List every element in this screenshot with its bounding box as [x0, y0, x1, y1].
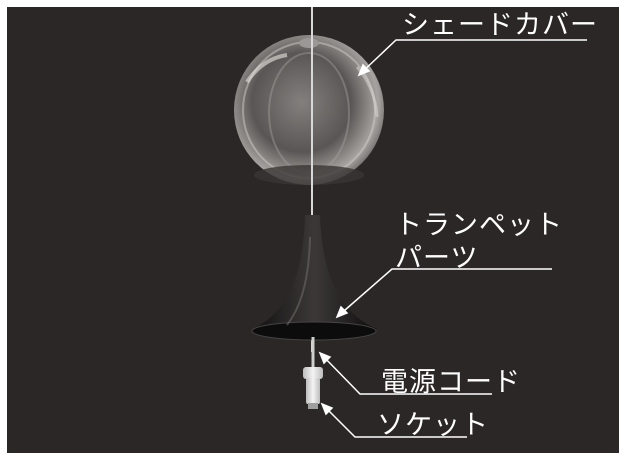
trumpet-label-line2: パーツ	[395, 243, 479, 274]
socket-part	[303, 367, 323, 409]
socket-label: ソケット	[377, 410, 489, 441]
product-diagram: シェードカバー トランペット パーツ 電源コード ソケット	[7, 7, 619, 453]
shade-cover-globe	[234, 35, 384, 185]
leader-lines	[318, 39, 587, 438]
power-cord-label: 電源コード	[381, 367, 521, 398]
leader-line-trumpet	[336, 268, 552, 318]
trumpet-label-line1: トランペット	[395, 210, 563, 241]
trumpet-part	[251, 215, 377, 341]
leader-line-cord	[319, 352, 492, 395]
shade-cover-label: シェードカバー	[402, 10, 598, 41]
pendant-lamp-illustration	[234, 7, 587, 438]
leader-line-socket	[321, 403, 467, 438]
leader-line-shade	[358, 39, 587, 76]
